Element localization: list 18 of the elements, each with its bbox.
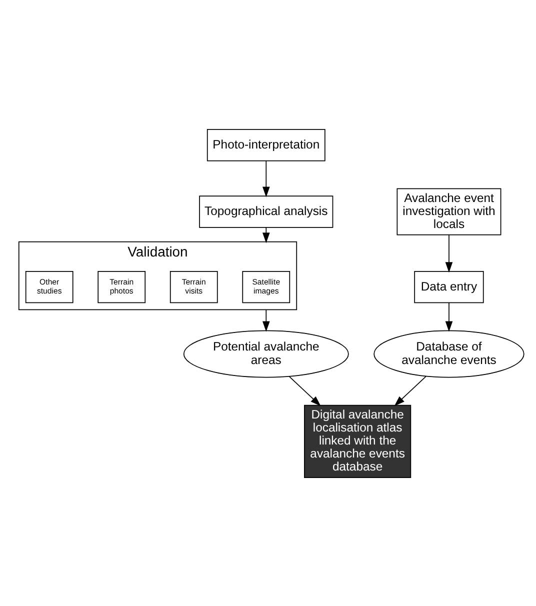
arrow: [262, 308, 270, 332]
node-ellipse: Potential avalanche areas: [183, 330, 349, 378]
arrow: [262, 226, 270, 243]
node-box: Avalanche event investigation with locals: [396, 188, 502, 235]
node-box: Photo-interpretation: [206, 128, 326, 161]
node-ellipse: Database of avalanche events: [374, 330, 524, 378]
node-box: Topographical analysis: [199, 195, 334, 228]
arrow: [262, 160, 270, 197]
node-box: Digital avalanche localisation atlas linked with the avalanche events database: [304, 404, 412, 478]
arrow: [394, 376, 426, 406]
node-box: Data entry: [414, 270, 484, 303]
node-box: Other studies: [25, 270, 74, 303]
node-box: Terrain visits: [170, 270, 218, 303]
arrow: [445, 302, 453, 332]
arrow: [288, 376, 321, 406]
node-box: Satellite images: [242, 270, 290, 303]
node-box: Terrain photos: [98, 270, 146, 303]
arrow: [445, 234, 453, 272]
